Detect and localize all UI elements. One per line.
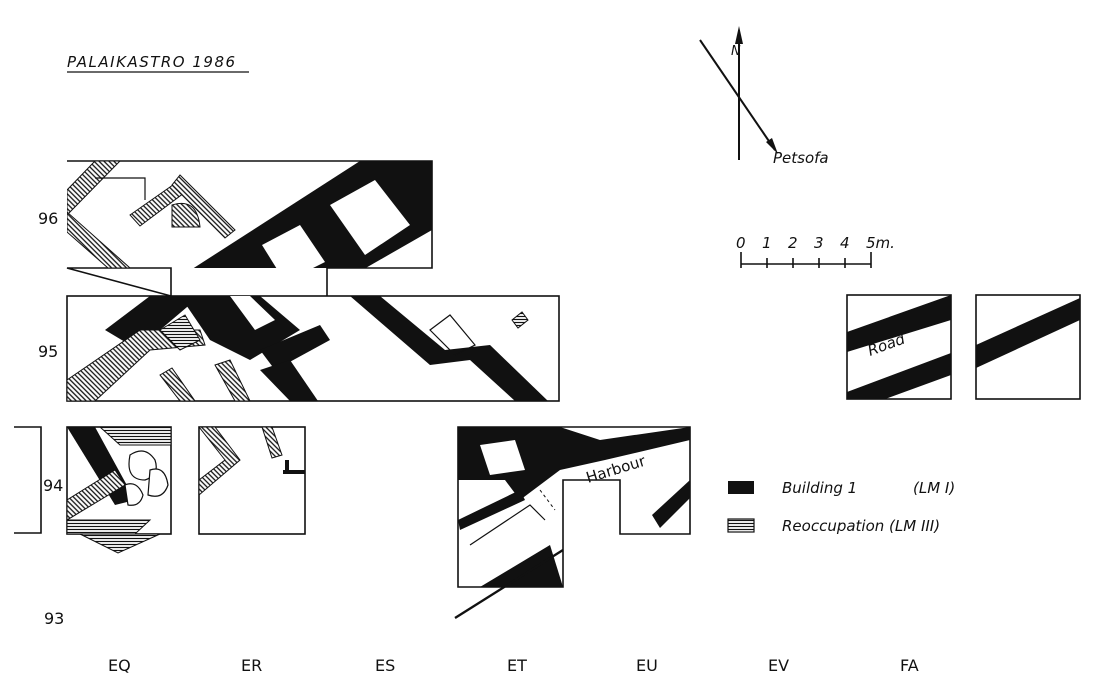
scale-tick-label: 5m. (866, 234, 895, 252)
row-label: 95 (38, 342, 58, 361)
scale-tick-label: 0 (736, 234, 746, 252)
north-arrow-icon (699, 26, 778, 160)
petsofa-label: Petsofa (773, 149, 829, 167)
trench-95 (66, 295, 560, 402)
scale-tick-label: 1 (762, 234, 772, 252)
trench-eq-94 (66, 426, 172, 554)
scale-tick-label: 4 (840, 234, 850, 252)
row-label: 96 (38, 209, 58, 228)
row-label: 94 (43, 476, 63, 495)
road-square-1 (846, 294, 952, 400)
row-label: 93 (44, 609, 64, 628)
trench-er-94 (198, 426, 306, 535)
north-label: N (731, 44, 741, 59)
column-label: EU (636, 656, 658, 675)
trench-edge (14, 426, 42, 534)
column-label: EQ (108, 656, 131, 675)
column-label: FA (900, 656, 919, 675)
legend-label-reoccupation: Reoccupation (LM III) (782, 517, 940, 535)
legend-swatch-building (728, 481, 754, 494)
legend-swatch-reoccupation (727, 518, 755, 533)
scale-tick-label: 2 (788, 234, 798, 252)
trench-96 (66, 160, 433, 298)
trench-et-eu (454, 426, 691, 620)
scale-bar (740, 252, 872, 268)
legend-period-building: (LM I) (913, 479, 955, 497)
scale-tick-label: 3 (814, 234, 824, 252)
column-label: ES (375, 656, 395, 675)
plan-title: PALAIKASTRO 1986 (67, 53, 237, 71)
column-label: EV (768, 656, 789, 675)
column-label: ER (241, 656, 262, 675)
column-label: ET (507, 656, 527, 675)
legend-label-building: Building 1 (782, 479, 857, 497)
road-square-2 (975, 294, 1081, 400)
